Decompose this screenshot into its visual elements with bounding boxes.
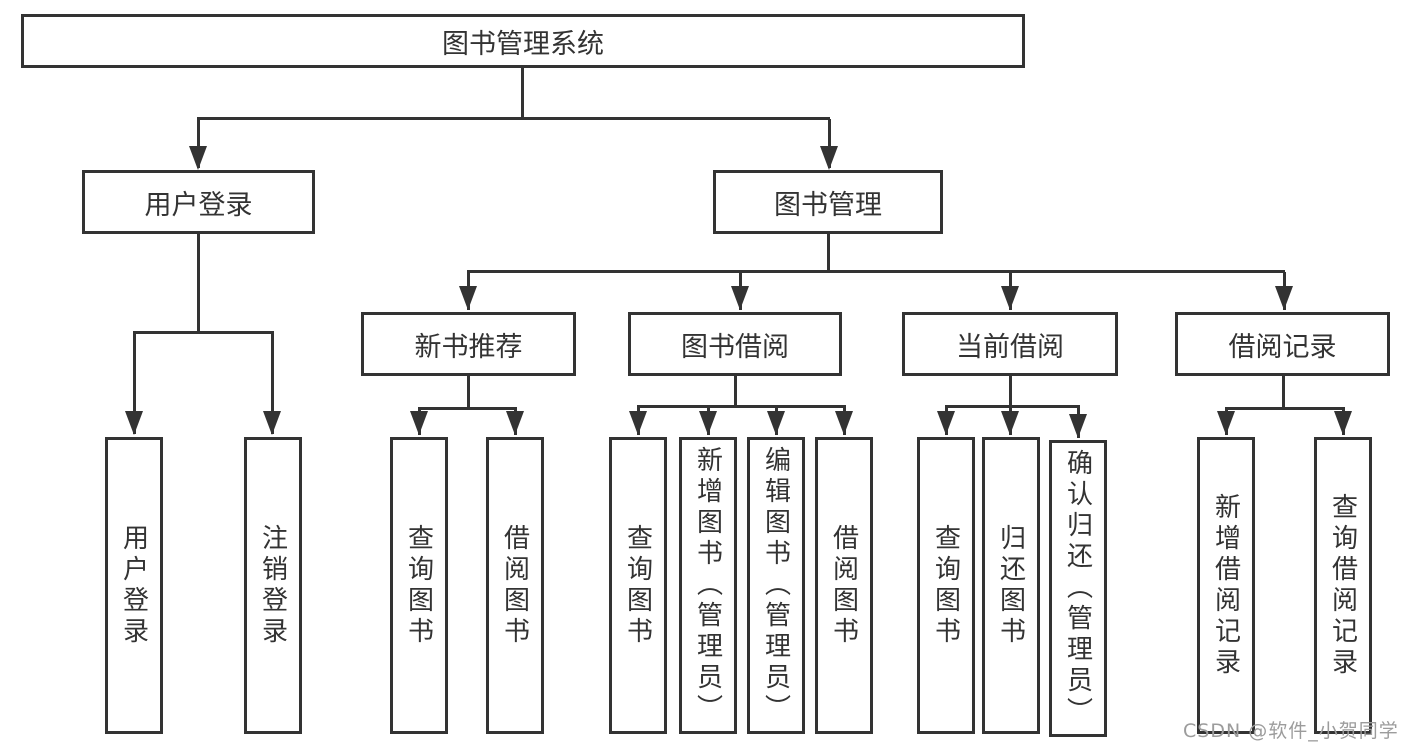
connector-line: [418, 407, 517, 410]
connector-line: [945, 405, 1080, 408]
node-new-book-recommend: 新书推荐: [361, 312, 576, 376]
arrow-down-icon: [459, 286, 477, 310]
arrow-down-icon: [125, 411, 143, 435]
node-user-login: 用户登录: [82, 170, 315, 234]
leaf-logout: 注销登录: [244, 437, 302, 734]
arrow-down-icon: [699, 411, 717, 435]
arrow-down-icon: [263, 411, 281, 435]
arrow-down-icon: [629, 411, 647, 435]
leaf-add-borrow-record: 新增借阅记录: [1197, 437, 1255, 734]
csdn-watermark: CSDN @软件_小贺同学: [1183, 720, 1399, 742]
connector-line: [271, 333, 274, 434]
node-current-borrowing: 当前借阅: [902, 312, 1118, 376]
leaf-user-login: 用户登录: [105, 437, 163, 734]
leaf-query-book-current: 查询图书: [917, 437, 975, 734]
connector-line: [637, 405, 846, 408]
arrow-down-icon: [1001, 286, 1019, 310]
leaf-borrow-book-borrowing: 借阅图书: [815, 437, 873, 734]
arrow-down-icon: [1275, 286, 1293, 310]
connector-line: [133, 333, 136, 434]
connector-line: [1225, 407, 1345, 410]
node-book-management: 图书管理: [713, 170, 943, 234]
arrow-down-icon: [189, 146, 207, 170]
leaf-query-book-recommend: 查询图书: [390, 437, 448, 734]
arrow-down-icon: [1334, 411, 1352, 435]
leaf-confirm-return-admin: 确认归还（管理员）: [1049, 440, 1107, 737]
connector-line: [197, 117, 830, 120]
arrow-down-icon: [937, 411, 955, 435]
arrow-down-icon: [820, 146, 838, 170]
connector-line: [467, 375, 470, 410]
node-book-borrowing: 图书借阅: [628, 312, 842, 376]
leaf-query-borrow-record: 查询借阅记录: [1314, 437, 1372, 734]
connector-line: [197, 233, 200, 333]
arrow-down-icon: [767, 411, 785, 435]
connector-line: [197, 119, 200, 168]
arrow-down-icon: [410, 411, 428, 435]
arrow-down-icon: [1217, 411, 1235, 435]
arrow-down-icon: [1069, 414, 1087, 438]
connector-line: [467, 270, 1285, 273]
arrow-down-icon: [506, 411, 524, 435]
connector-line: [734, 375, 737, 408]
leaf-return-book: 归还图书: [982, 437, 1040, 734]
arrow-down-icon: [835, 411, 853, 435]
leaf-query-book-borrowing: 查询图书: [609, 437, 667, 734]
connector-line: [521, 68, 524, 119]
connector-line: [1282, 375, 1285, 410]
leaf-edit-book-admin: 编辑图书（管理员）: [747, 437, 805, 734]
connector-line: [827, 233, 830, 273]
arrow-down-icon: [1001, 411, 1019, 435]
connector-line: [1009, 375, 1012, 408]
connector-line: [828, 119, 831, 168]
leaf-borrow-book-recommend: 借阅图书: [486, 437, 544, 734]
leaf-add-book-admin: 新增图书（管理员）: [679, 437, 737, 734]
arrow-down-icon: [731, 286, 749, 310]
node-borrowing-records: 借阅记录: [1175, 312, 1390, 376]
connector-line: [133, 331, 274, 334]
node-library-management-system: 图书管理系统: [21, 14, 1025, 68]
